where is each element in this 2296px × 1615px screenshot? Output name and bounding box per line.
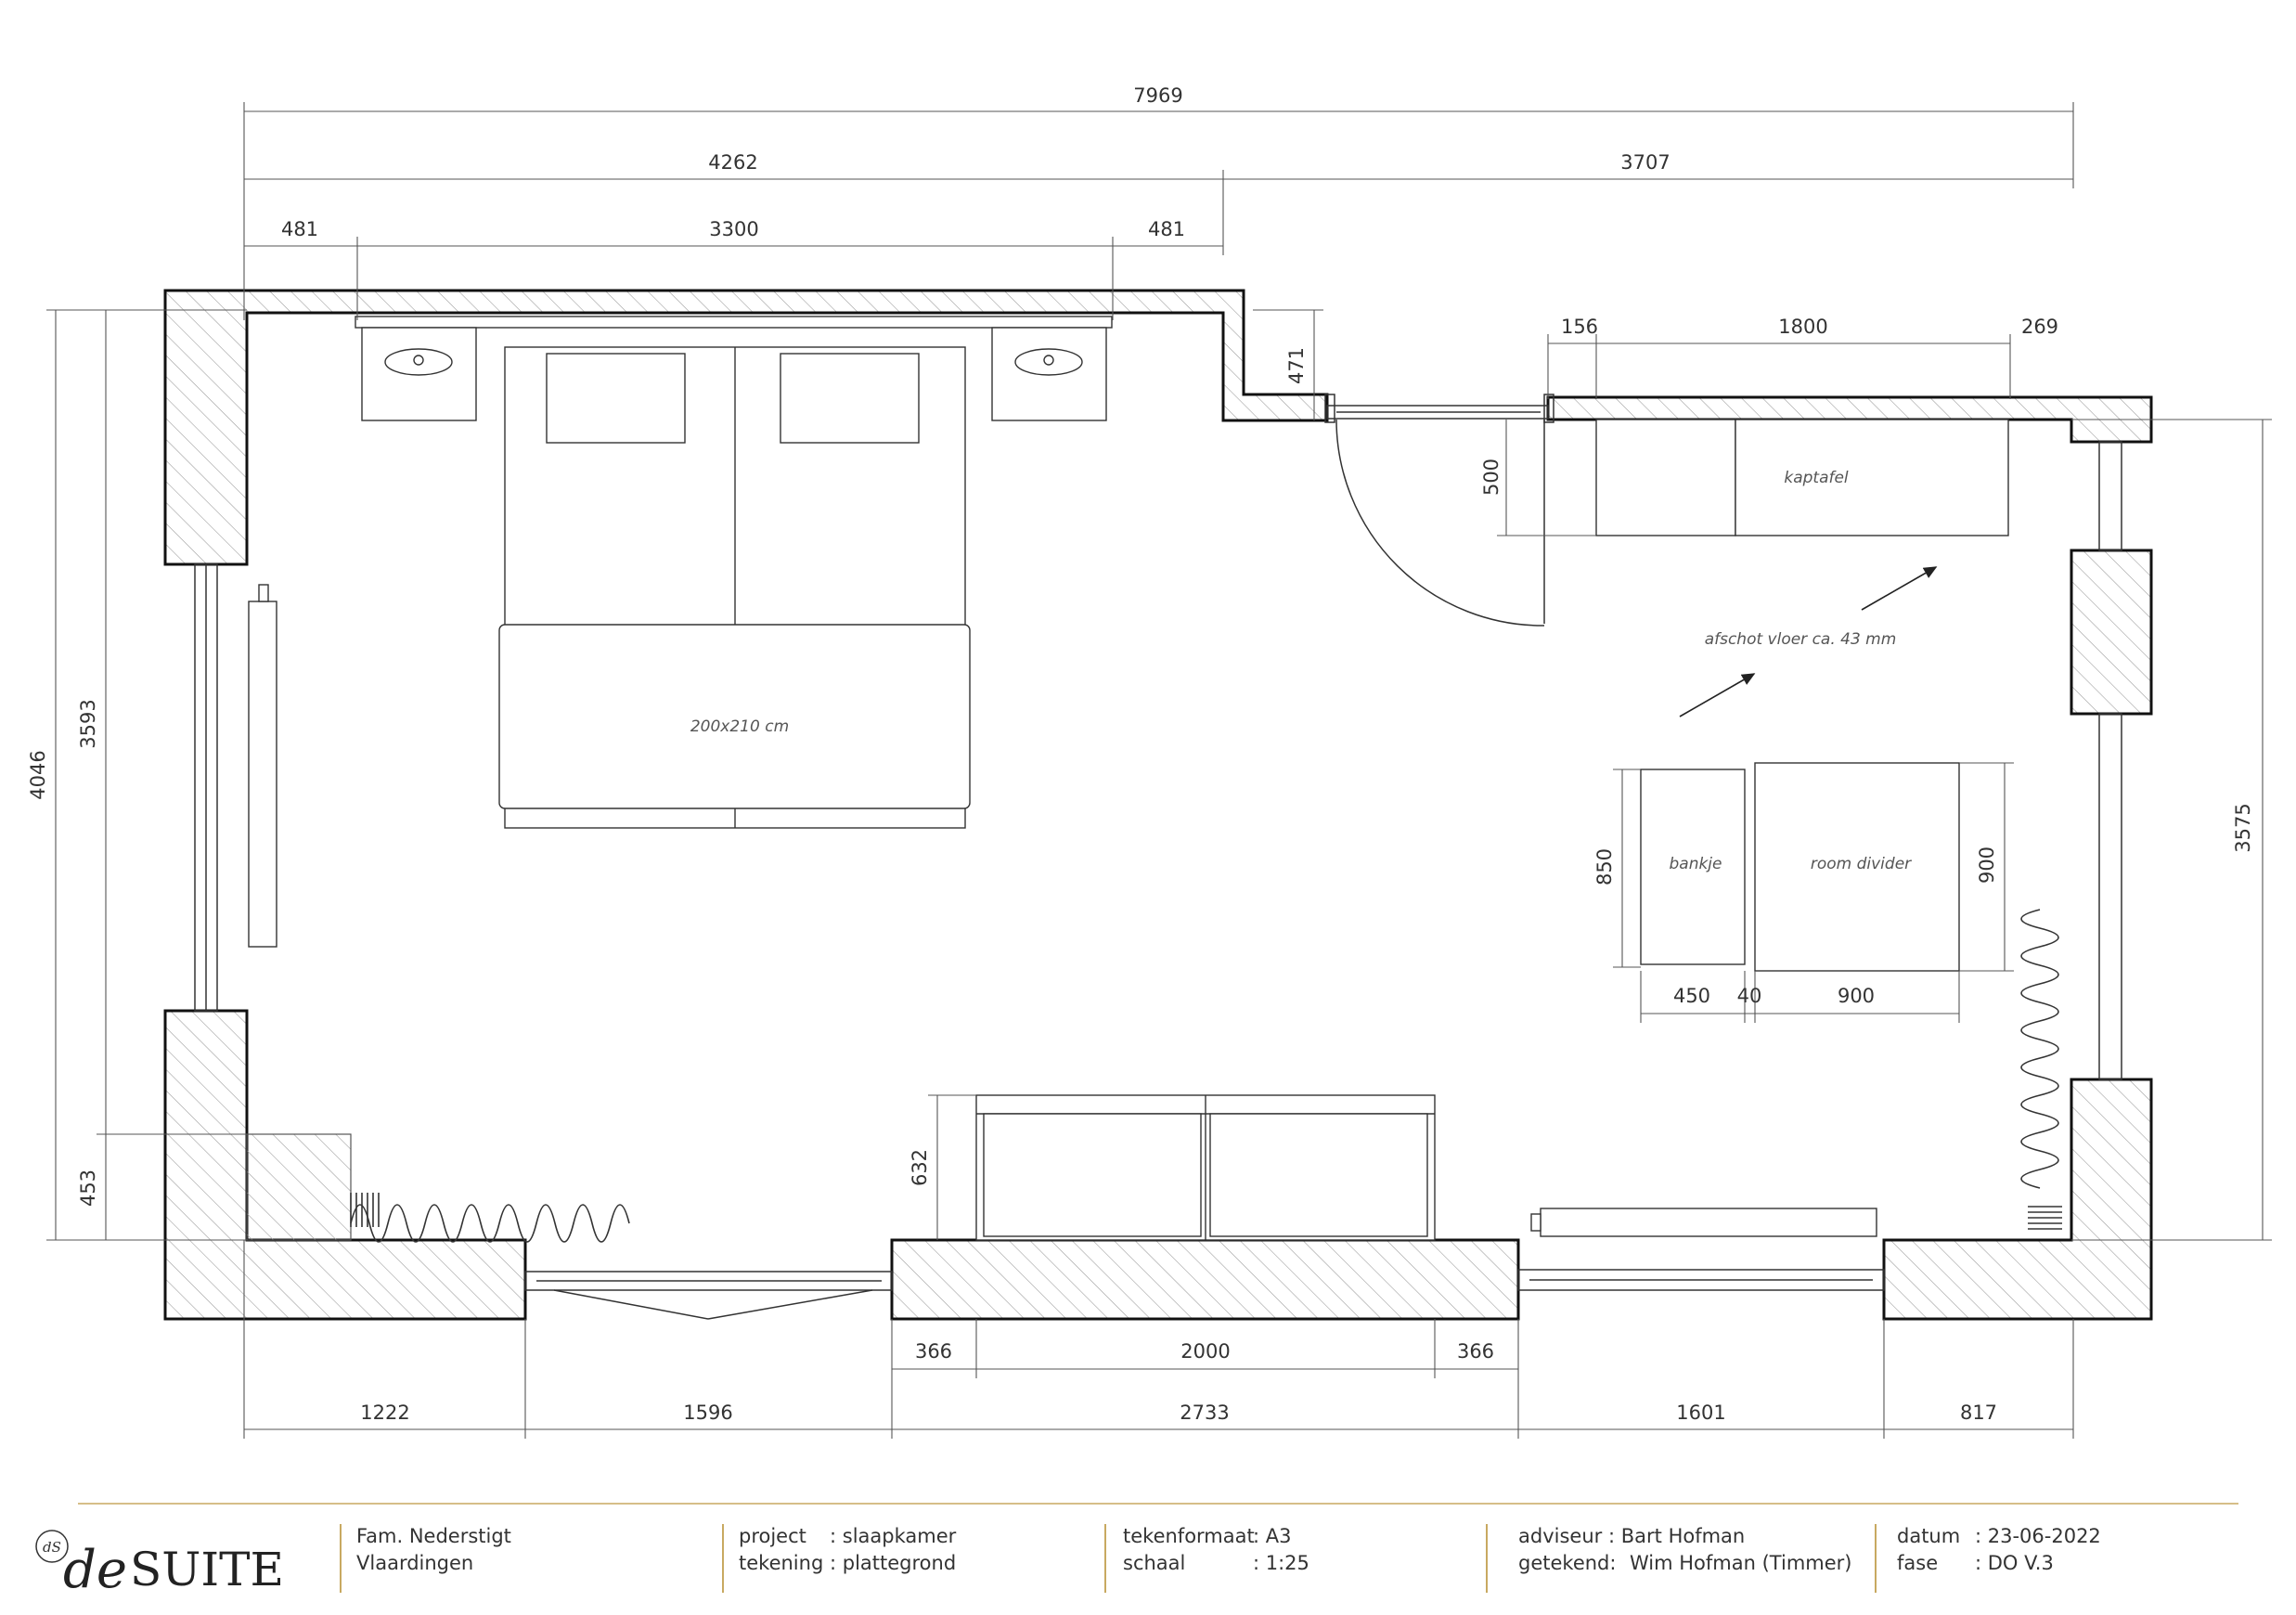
dim-height-left-low: 453 [77, 1169, 99, 1207]
fase-key: fase [1897, 1552, 1938, 1574]
scale-value: : 1:25 [1253, 1552, 1309, 1574]
curtain-right [2020, 909, 2059, 1189]
fase-value: : DO V.3 [1975, 1552, 2054, 1574]
wall-right-pier [2070, 549, 2153, 716]
wall-bottom-middle [890, 1238, 1520, 1321]
dim-bottom-4: 1601 [1676, 1402, 1725, 1424]
dim-kaptafel-right: 269 [2021, 316, 2058, 338]
dim-bottom-5: 817 [1960, 1402, 1997, 1424]
dimension-lines [46, 102, 2272, 1439]
logo-name: SUITE [130, 1543, 284, 1596]
pillow-right [780, 353, 920, 444]
dim-cabinet-depth: 632 [909, 1149, 931, 1186]
furniture [248, 316, 2009, 1241]
dim-bankje-width: 450 [1673, 985, 1710, 1007]
dim-bottom-side-left: 366 [915, 1340, 952, 1363]
tekening-key: tekening [739, 1552, 823, 1574]
dim-height-left-inner: 3593 [77, 699, 99, 748]
datum-key: datum [1897, 1525, 1960, 1547]
dim-bottom-2: 1596 [683, 1402, 732, 1424]
dim-divider-height: 900 [1976, 846, 1998, 884]
project-key: project [739, 1525, 806, 1547]
tekening-value: : plattegrond [830, 1552, 956, 1574]
label-bed: 200x210 cm [690, 717, 789, 736]
radiator-bottom [1540, 1208, 1877, 1237]
client-line1: Fam. Nederstigt [356, 1525, 511, 1547]
corner-column [246, 1133, 352, 1241]
window-bottom-right [1517, 1269, 1885, 1291]
dim-gap-width: 40 [1737, 985, 1762, 1007]
title-block: dS de SUITE Fam. Nederstigt Vlaardingen … [35, 1503, 2238, 1600]
window-bottom-left [524, 1271, 893, 1291]
dim-right-section: 3707 [1620, 151, 1670, 174]
room-divider [1754, 762, 1960, 972]
format-value: : A3 [1253, 1525, 1291, 1547]
label-room-divider: room divider [1811, 855, 1912, 873]
logo-prefix: de [63, 1540, 127, 1600]
window-right [2098, 441, 2122, 551]
format-key: tekenformaat [1123, 1525, 1255, 1547]
wall-right-lower [1882, 1078, 2153, 1321]
bed-duvet [498, 624, 971, 809]
dim-bottom-side-right: 366 [1457, 1340, 1494, 1363]
windows [194, 405, 2122, 1320]
scale-key: schaal [1123, 1552, 1185, 1574]
kaptafel [1735, 419, 2009, 536]
radiator-left [248, 601, 277, 948]
dim-kaptafel-width: 1800 [1778, 316, 1827, 338]
datum-value: : 23-06-2022 [1975, 1525, 2101, 1547]
label-floor-slope: afschot vloer ca. 43 mm [1705, 630, 1897, 649]
dim-divider-depth: 850 [1593, 848, 1616, 885]
logo-mark-icon [35, 1530, 69, 1563]
label-bankje: bankje [1669, 855, 1722, 873]
dim-kaptafel-depth: 500 [1480, 459, 1503, 496]
dim-overall-width: 7969 [1133, 84, 1182, 107]
logo-mark: dS [43, 1539, 61, 1556]
wall-left-lower [163, 1009, 527, 1321]
slope-arrows [1679, 566, 1938, 717]
dim-height-right: 3575 [2232, 803, 2254, 852]
adviseur-value: : Bart Hofman [1608, 1525, 1745, 1547]
adviseur-key: adviseur [1518, 1525, 1603, 1547]
curtains [350, 909, 2062, 1243]
getekend-key: getekend: [1518, 1552, 1616, 1574]
window-top-door-glass [1326, 405, 1549, 420]
pillow-left [546, 353, 686, 444]
getekend-value: Wim Hofman (Timmer) [1630, 1552, 1851, 1574]
curtain-bottom-left [350, 1204, 630, 1243]
headboard-shelf [355, 316, 1113, 329]
walls [163, 289, 2153, 1321]
dim-top-left-margin: 481 [281, 218, 318, 240]
dim-step-height: 471 [1285, 347, 1308, 384]
dim-bottom-3: 2733 [1180, 1402, 1229, 1424]
dim-kaptafel-left: 156 [1561, 316, 1598, 338]
bankje [1640, 769, 1746, 965]
dim-height-left-outer: 4046 [27, 750, 49, 799]
project-value: : slaapkamer [830, 1525, 957, 1547]
wall-left-top [163, 289, 1329, 566]
dimension-texts: 7969 4262 3707 481 3300 481 156 1800 269… [27, 84, 2254, 1424]
dim-top-right-margin: 481 [1148, 218, 1185, 240]
kaptafel-left-part [1595, 419, 1736, 536]
dim-bottom-cabinet: 2000 [1180, 1340, 1230, 1363]
dim-top-bed-wall: 3300 [709, 218, 758, 240]
client-line2: Vlaardingen [356, 1552, 473, 1574]
dim-divider-width: 900 [1838, 985, 1875, 1007]
dim-left-section: 4262 [708, 151, 757, 174]
dim-bottom-1: 1222 [360, 1402, 409, 1424]
label-kaptafel: kaptafel [1784, 469, 1849, 487]
furniture-labels: 200x210 cm kaptafel afschot vloer ca. 43… [690, 469, 1912, 873]
door [1324, 394, 1554, 627]
